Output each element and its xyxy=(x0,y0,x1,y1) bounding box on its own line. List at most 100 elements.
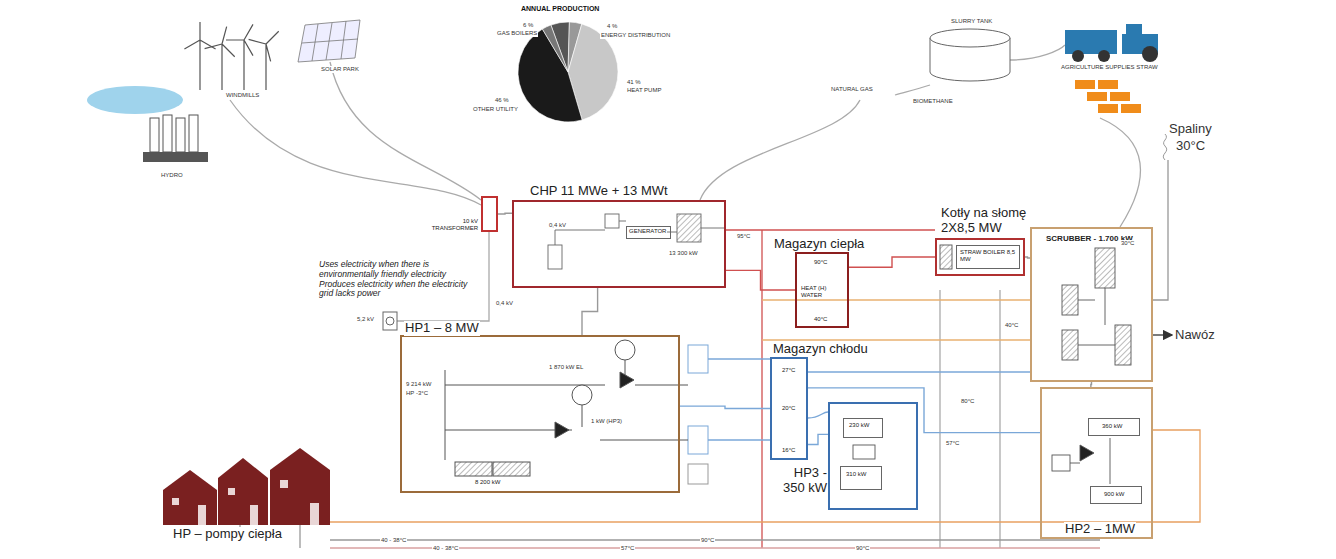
value-label: 0,4 kV xyxy=(495,300,514,307)
value-text: 16°C xyxy=(781,447,796,454)
value-label: 6 % xyxy=(522,22,534,29)
unit-box: HP2 – 1MW360 kW900 kW xyxy=(1040,387,1153,539)
value-label: 80°C xyxy=(960,398,975,405)
hp1-internals xyxy=(445,340,708,484)
pipe-connector xyxy=(849,257,935,267)
value-text: 310 kW xyxy=(845,471,867,478)
unit-box: 10 kV TRANSFORMER xyxy=(481,196,498,232)
unit-heading: HP1 – 8 MW xyxy=(404,321,480,336)
value-label: OTHER UTILITY xyxy=(472,106,519,113)
annotation: Uses electricity when there is environme… xyxy=(318,260,482,299)
straw-bales xyxy=(1075,80,1141,113)
value-label: 90°C xyxy=(855,545,870,552)
unit-box: CHP 11 MWe + 13 MWtGENERATOR xyxy=(512,200,726,288)
wind-turbine xyxy=(249,31,279,90)
unit-heading: Magazyn chłodu xyxy=(772,342,869,357)
value-text: 90°C xyxy=(813,259,828,266)
switch-symbols xyxy=(383,312,397,330)
value-label: BIOMETHANE xyxy=(912,98,954,105)
value-text: STRAW BOILER 8,5 MW xyxy=(959,249,1017,263)
annotation: Spaliny xyxy=(1168,122,1213,137)
pipe-connector xyxy=(808,434,828,444)
value-label: NATURAL GAS xyxy=(830,86,874,93)
value-label: 90°C xyxy=(700,537,715,544)
power-wires xyxy=(230,45,1140,321)
component-box: STRAW BOILER 8,5 MW xyxy=(956,245,1020,269)
value-text: 27°C xyxy=(781,367,796,374)
houses xyxy=(163,448,330,525)
value-label: 40 - 38°C xyxy=(432,545,459,552)
component-box: 8 200 kW xyxy=(455,478,530,490)
value-label: HP -3°C xyxy=(405,390,429,397)
value-text: 8 200 kW xyxy=(474,479,501,486)
value-label: 95°C xyxy=(736,233,751,240)
unit-heading: Kotły na słomę 2X8,5 MW xyxy=(940,206,1062,236)
value-label: 57°C xyxy=(945,440,960,447)
annotation: Nawóz xyxy=(1174,328,1216,343)
value-label: HYDRO xyxy=(160,172,184,179)
solar-panel xyxy=(298,20,360,62)
value-text: HEAT (H) WATER xyxy=(800,285,846,299)
unit-box: HP3 - 350 kW230 kW310 kW xyxy=(828,402,918,510)
value-label: SOLAR PARK xyxy=(320,66,360,73)
value-label: 1 kW (HP3) xyxy=(590,418,623,425)
slurry-tank xyxy=(930,29,1010,81)
unit-box: Magazyn chłodu27°C20°C16°C xyxy=(770,357,808,460)
value-text: GENERATOR xyxy=(628,228,667,235)
boiler-scrubber-internals xyxy=(853,245,1131,484)
value-label: ANNUAL PRODUCTION xyxy=(520,5,600,13)
pie-slice xyxy=(542,25,568,72)
component-box: GENERATOR xyxy=(626,226,671,239)
unit-heading: Magazyn ciepła xyxy=(773,237,865,252)
unit-box: HP1 – 8 MW8 200 kW xyxy=(400,335,680,493)
component-box: 310 kW xyxy=(840,466,882,490)
component-box: 900 kW xyxy=(1090,486,1142,504)
tractor xyxy=(1065,24,1158,62)
value-label: GAS BOILERS xyxy=(496,30,538,37)
value-label: 1 870 kW EL xyxy=(548,364,584,371)
hydro-plant xyxy=(87,86,208,162)
annotation: HP – pompy ciepła xyxy=(172,527,283,542)
wind-turbines xyxy=(184,22,278,90)
value-label: SLURRY TANK xyxy=(950,18,993,25)
annotation: 30°C xyxy=(1175,139,1206,154)
value-label: 13 300 kW xyxy=(668,250,699,257)
pipe-connector xyxy=(498,212,512,214)
value-text: 10 kV TRANSFORMER xyxy=(421,218,479,232)
component-box: 360 kW xyxy=(1088,418,1140,436)
value-label: ENERGY DISTRIBUTION xyxy=(600,32,671,39)
pipes xyxy=(240,160,1200,548)
unit-box: Magazyn ciepła90°CHEAT (H) WATER40°C xyxy=(795,252,849,328)
pipe-connector xyxy=(582,288,598,335)
unit-heading: CHP 11 MWe + 13 MWt xyxy=(529,184,669,199)
value-text: 40°C xyxy=(813,316,828,323)
value-text: 900 kW xyxy=(1103,491,1125,498)
value-label: 40°C xyxy=(1004,322,1019,329)
value-label: 57°C xyxy=(620,545,635,552)
value-label: 40 - 38°C xyxy=(380,537,407,544)
unit-box: SCRUBBER - 1.700 kW xyxy=(1030,227,1153,382)
pipe-connector xyxy=(680,406,770,408)
wind-turbine xyxy=(226,24,253,90)
value-label: 0,4 kV xyxy=(548,222,567,229)
value-label: 4 % xyxy=(606,23,618,30)
value-label: AGRICULTURE SUPPLIES STRAW xyxy=(1060,64,1159,71)
value-text: 20°C xyxy=(781,405,796,412)
unit-heading: HP3 - 350 kW xyxy=(770,466,828,496)
value-label: 46 % xyxy=(494,97,510,104)
pie-slice xyxy=(518,29,582,122)
wind-turbine xyxy=(205,27,235,90)
chimney-smoke xyxy=(1163,134,1166,160)
value-label: HEAT PUMP xyxy=(626,87,662,94)
value-label: 5,2 kV xyxy=(356,316,375,323)
component-box: 230 kW xyxy=(843,418,883,438)
value-label: 30°C xyxy=(1120,240,1135,247)
value-text: 230 kW xyxy=(848,422,870,429)
value-label: 9 214 kW xyxy=(405,381,432,388)
value-label: 41 % xyxy=(626,79,642,86)
chp-internals xyxy=(548,214,726,269)
